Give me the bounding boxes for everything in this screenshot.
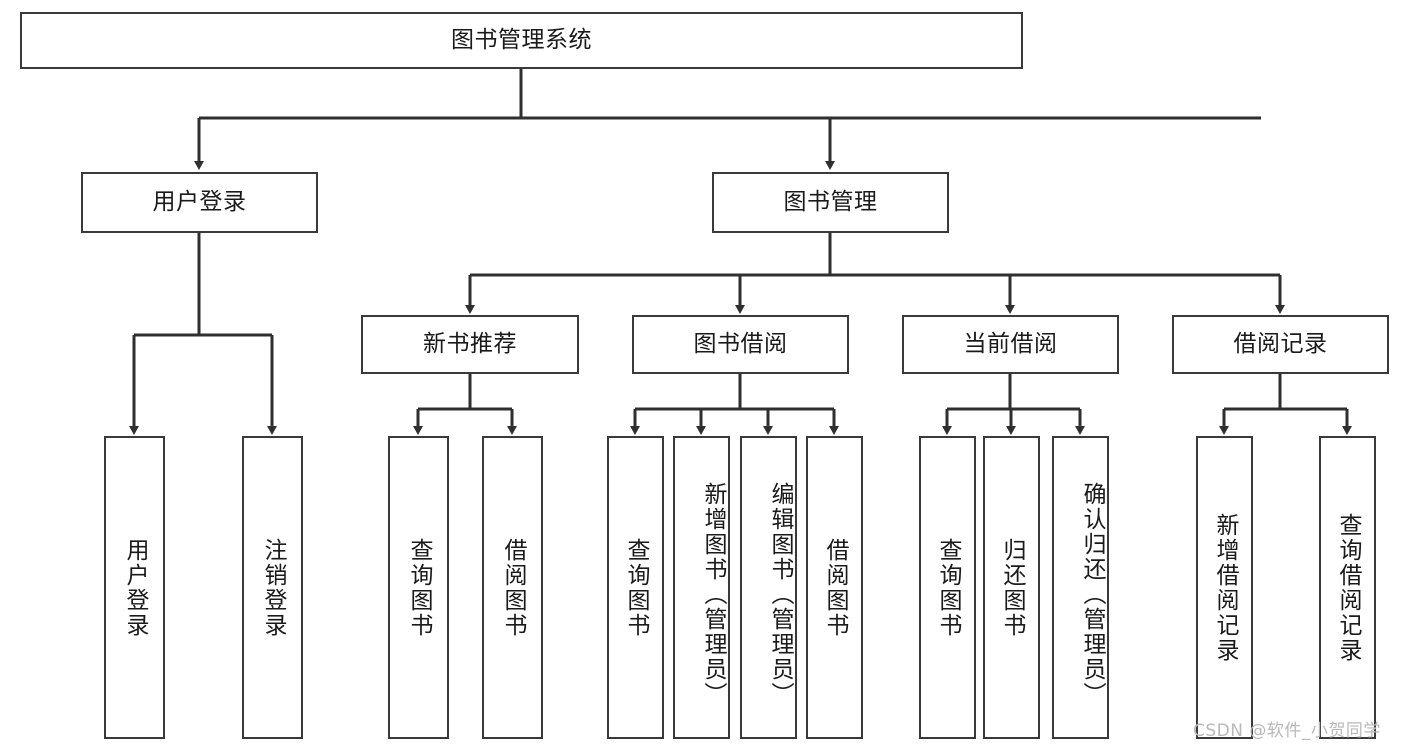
- node-root-book-management-system[interactable]: 图书管理系统: [20, 12, 1023, 69]
- leaf-current-borrow-query-book[interactable]: 查询图书: [919, 436, 976, 739]
- node-label: 图书借阅: [693, 331, 788, 358]
- leaf-user-login-logout[interactable]: 注销登录: [242, 436, 303, 739]
- node-label: 归还图书: [999, 537, 1026, 638]
- node-borrow-record[interactable]: 借阅记录: [1172, 315, 1389, 374]
- node-user-login[interactable]: 用户登录: [81, 172, 318, 233]
- node-label: 查询图书: [935, 537, 962, 638]
- node-current-borrow[interactable]: 当前借阅: [902, 315, 1119, 374]
- leaf-book-borrow-edit-book-admin[interactable]: 编辑图书（管理员）: [740, 436, 797, 739]
- leaf-current-borrow-return-book[interactable]: 归还图书: [983, 436, 1040, 739]
- node-label: 注销登录: [260, 537, 287, 638]
- node-label: 用户登录: [122, 537, 149, 638]
- node-label: 查询图书: [406, 537, 433, 638]
- node-label: 当前借阅: [963, 331, 1058, 358]
- leaf-book-borrow-add-book-admin[interactable]: 新增图书（管理员）: [673, 436, 730, 739]
- leaf-new-book-query-book[interactable]: 查询图书: [388, 436, 449, 739]
- node-new-book-recommend[interactable]: 新书推荐: [361, 315, 579, 374]
- node-label: 图书管理系统: [451, 27, 592, 54]
- leaf-borrow-record-query-record[interactable]: 查询借阅记录: [1319, 436, 1376, 739]
- csdn-watermark: CSDN @软件_小贺同学: [1193, 721, 1381, 741]
- leaf-new-book-borrow-book[interactable]: 借阅图书: [482, 436, 543, 739]
- node-label: 借阅记录: [1233, 331, 1328, 358]
- node-label: 查询图书: [623, 537, 650, 638]
- node-book-management[interactable]: 图书管理: [712, 172, 949, 233]
- leaf-user-login-login[interactable]: 用户登录: [104, 436, 165, 739]
- leaf-current-borrow-confirm-return-admin[interactable]: 确认归还（管理员）: [1052, 436, 1109, 739]
- leaf-book-borrow-query-book[interactable]: 查询图书: [607, 436, 664, 739]
- node-label: 确认归还（管理员）: [1079, 482, 1105, 707]
- node-label: 借阅图书: [500, 537, 527, 638]
- node-label: 用户登录: [152, 189, 247, 216]
- node-label: 查询借阅记录: [1335, 512, 1362, 663]
- leaf-borrow-record-add-record[interactable]: 新增借阅记录: [1196, 436, 1253, 739]
- node-label: 图书管理: [783, 189, 878, 216]
- node-label: 新增图书（管理员）: [700, 482, 726, 707]
- node-label: 借阅图书: [822, 537, 849, 638]
- node-book-borrow[interactable]: 图书借阅: [632, 315, 849, 374]
- node-label: 新增借阅记录: [1212, 512, 1239, 663]
- node-label: 编辑图书（管理员）: [767, 482, 793, 707]
- node-label: 新书推荐: [423, 331, 517, 358]
- leaf-book-borrow-borrow-book[interactable]: 借阅图书: [806, 436, 863, 739]
